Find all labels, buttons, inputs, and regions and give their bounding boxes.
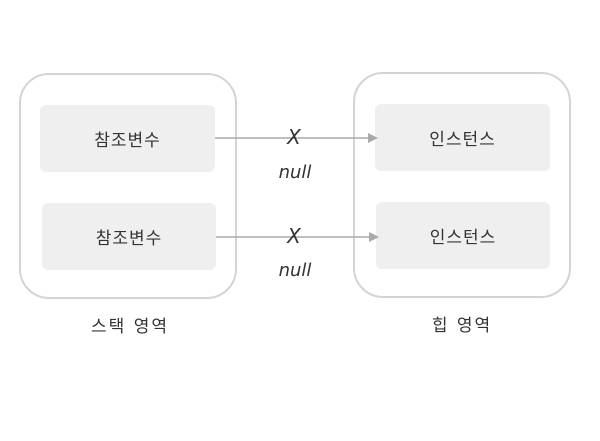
stack-area-caption: 스택 영역 — [91, 317, 169, 337]
null-label-2: null — [278, 260, 312, 281]
cut-mark-2: X — [287, 224, 301, 248]
reference-variable-1: 참조변수 — [40, 105, 215, 172]
instance-1-label: 인스턴스 — [429, 130, 496, 150]
cut-mark-1: X — [287, 125, 301, 149]
reference-variable-2-label: 참조변수 — [95, 229, 163, 249]
reference-variable-2: 참조변수 — [42, 203, 216, 270]
instance-2-label: 인스턴스 — [429, 228, 497, 248]
null-label-1: null — [278, 162, 312, 183]
instance-1: 인스턴스 — [375, 104, 550, 171]
instance-2: 인스턴스 — [376, 202, 550, 269]
reference-variable-1-label: 참조변수 — [94, 131, 161, 151]
heap-area-caption: 힙 영역 — [431, 316, 493, 336]
